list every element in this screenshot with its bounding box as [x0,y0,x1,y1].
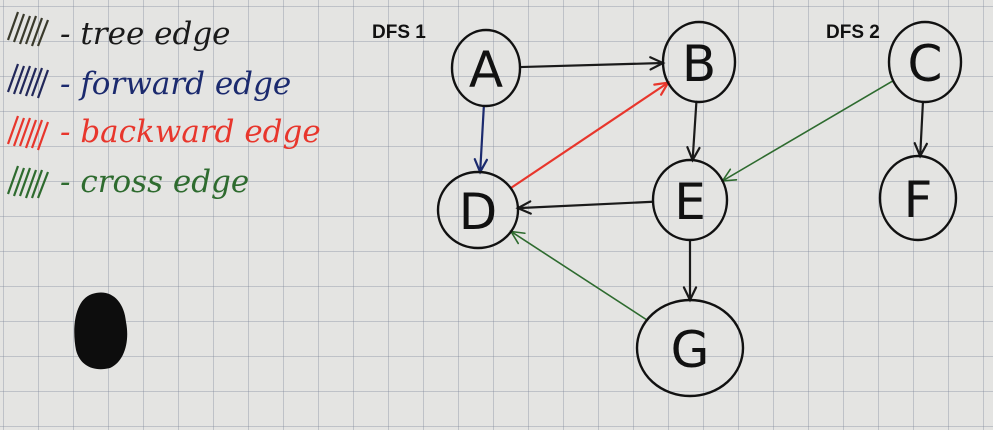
edge-D-B-backward [509,81,671,190]
node-G: G [635,298,745,398]
node-circle [635,298,745,398]
edge-E-D-tree [515,200,655,215]
node-circle [651,158,729,242]
node-E: E [651,158,729,242]
legend-backward-label: - backward edge [60,114,321,150]
legend-item-forward: - forward edge [6,63,291,102]
legend-cross-label: - cross edge [60,164,249,200]
edge-A-B-tree [518,56,666,71]
node-circle [887,20,963,104]
edge-line [721,79,894,182]
edge-E-G-tree [682,238,698,303]
edge-B-E-tree [686,100,701,163]
node-circle [450,28,522,108]
node-F: F [878,154,958,242]
legend: - tree edge - forward edge - backward ed… [6,11,321,200]
edge-line [509,81,670,190]
legend-item-cross: - cross edge [6,164,249,200]
node-label: B [682,35,716,93]
node-label: C [908,35,943,93]
legend-item-tree: - tree edge [6,11,231,52]
node-label: F [904,171,933,229]
edge-C-F-tree [913,100,928,159]
arrowhead-icon [653,81,671,96]
dfs2-label: DFS 2 [826,22,880,43]
legend-item-backward: - backward edge [6,114,321,151]
node-label: D [459,183,498,241]
node-circle [878,154,958,242]
legend-forward-label: - forward edge [60,66,291,102]
node-C: C [887,20,963,104]
ink-blot [74,292,128,370]
edge-G-D-cross [509,230,648,321]
dfs1-label: DFS 1 [372,22,426,43]
edge-A-D-forward [473,104,489,175]
edge-line [516,200,655,210]
forward-edge-swatch [6,63,50,99]
node-A: A [450,28,522,108]
edge-line [919,100,925,158]
arrowhead-icon [720,168,738,182]
legend-tree-label: - tree edge [60,16,231,52]
node-label: E [674,173,706,231]
node-label: G [671,321,710,379]
edge-line [510,230,648,321]
node-circle [661,20,737,104]
edge-C-E-cross [720,79,894,182]
node-label: A [469,41,503,99]
cross-edge-swatch [6,165,50,199]
edge-line [518,61,665,69]
edge-line [479,104,485,174]
nodes: A B C D E F G [436,20,963,398]
node-D: D [436,170,520,250]
node-B: B [661,20,737,104]
tree-edge-swatch [6,11,50,47]
node-circle [436,170,520,250]
backward-edge-swatch [6,115,50,151]
edge-line [691,100,698,162]
